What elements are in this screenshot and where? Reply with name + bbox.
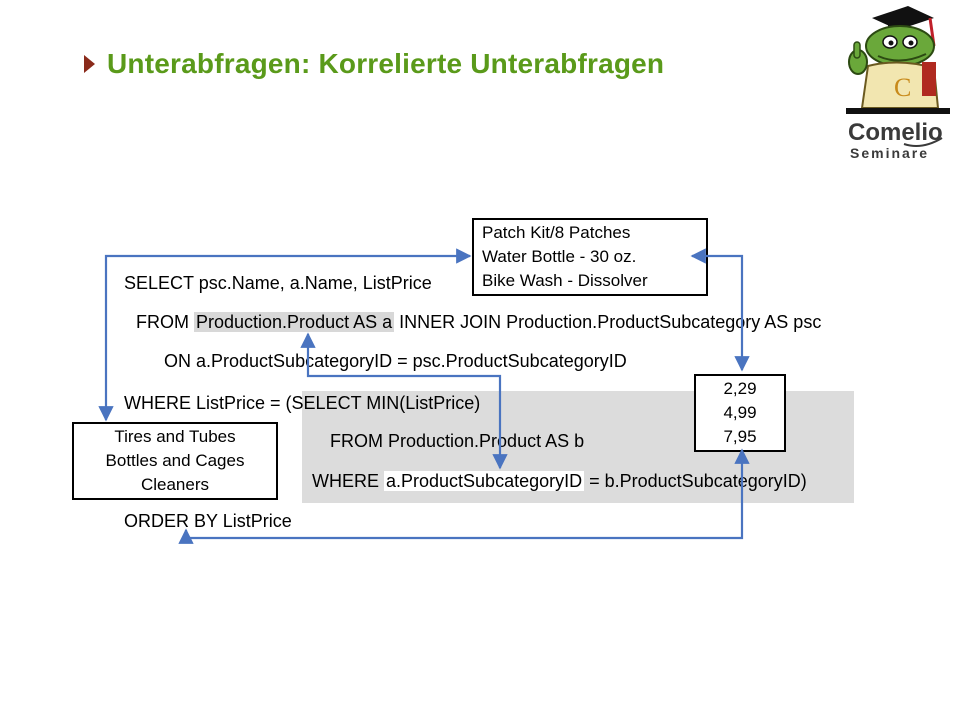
price-value: 4,99 (723, 403, 757, 422)
slide-title: Unterabfragen: Korrelierte Unterabfragen (107, 48, 665, 79)
slide-title-row: Unterabfragen: Korrelierte Unterabfragen (84, 48, 664, 80)
arrow-product-price (690, 248, 750, 372)
product-name: Water Bottle - 30 oz. (482, 247, 637, 266)
bullet-triangle-icon (84, 55, 95, 73)
prices-result-box: 2,29 4,99 7,95 (694, 374, 786, 452)
arrow-table-correlation (300, 332, 508, 470)
arrow-order-price (178, 448, 750, 544)
arrow-category-product (98, 248, 472, 422)
comelio-logo: C Comelio Seminare (846, 6, 950, 161)
price-value: 2,29 (723, 379, 757, 398)
category-name: Tires and Tubes (114, 427, 236, 446)
logo-brand-text: Comelio (848, 119, 943, 146)
product-name: Bike Wash - Dissolver (482, 271, 648, 290)
logo-sub-text: Seminare (850, 145, 929, 161)
products-result-box: Patch Kit/8 Patches Water Bottle - 30 oz… (472, 218, 708, 296)
svg-text:C: C (894, 73, 911, 102)
product-name: Patch Kit/8 Patches (482, 223, 631, 242)
price-value: 7,95 (723, 427, 757, 446)
